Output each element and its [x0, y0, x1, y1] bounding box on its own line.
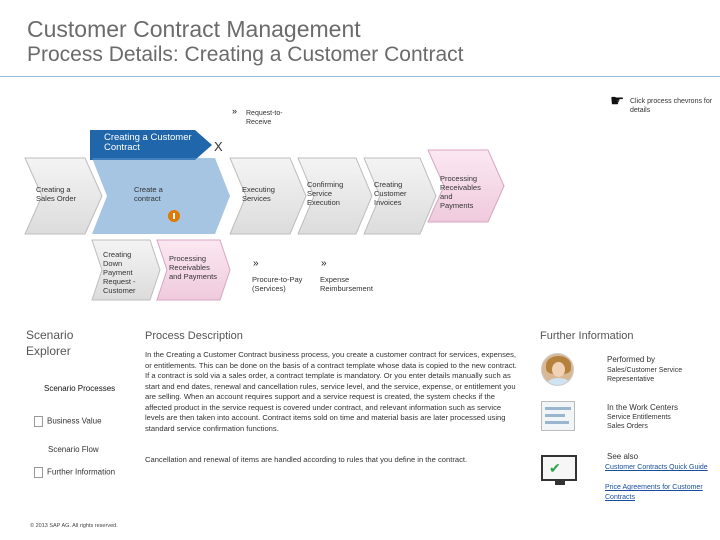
step-down-payment-request[interactable]: Creating Down Payment Request - Customer [103, 250, 136, 295]
nav-label: Scenario Processes [44, 384, 116, 393]
related-procure-to-pay[interactable]: Procure-to-Pay (Services) [252, 275, 303, 293]
header-divider [0, 76, 720, 77]
page-title: Customer Contract Management [27, 16, 361, 42]
work-center-item: Service Entitlements [607, 414, 671, 421]
close-button[interactable]: X [214, 139, 223, 154]
user-avatar-icon [541, 353, 574, 386]
step-processing-receivables[interactable]: Processing Receivables and Payments [440, 174, 481, 210]
process-description-title: Process Description [145, 330, 243, 342]
nav-further-information[interactable]: Further Information [34, 467, 115, 478]
chevron-executing-services[interactable] [229, 157, 307, 235]
double-chevron-icon[interactable]: » [253, 258, 259, 269]
work-center-icon [541, 401, 575, 431]
link-price-agreements[interactable]: Price Agreements for Customer Contracts [605, 484, 703, 501]
pointer-hand-icon: ☛ [610, 93, 625, 110]
chevron-creating-sales-order[interactable] [24, 157, 103, 235]
step-sub-processing-receivables[interactable]: Processing Receivables and Payments [169, 254, 217, 281]
document-icon [34, 467, 43, 478]
step-create-contract[interactable]: Create a contract [134, 185, 163, 203]
link-customer-contracts-quick-guide[interactable]: Customer Contracts Quick Guide [605, 464, 708, 471]
scenario-explorer-title: Scenario Explorer [26, 328, 74, 358]
nav-label: Business Value [47, 416, 102, 426]
nav-scenario-processes[interactable]: Scenario Processes [44, 384, 115, 393]
see-also-label: See also [607, 452, 639, 461]
active-process-title[interactable]: Creating a Customer Contract [104, 132, 192, 153]
copyright: © 2013 SAP AG. All rights reserved. [30, 523, 118, 529]
active-process-chevron[interactable] [90, 130, 212, 160]
parent-process-link[interactable]: Request-to-Receive [246, 110, 283, 126]
double-chevron-icon[interactable]: » [232, 106, 238, 116]
nav-scenario-flow[interactable]: Scenario Flow [48, 445, 99, 454]
document-icon [34, 416, 43, 427]
process-flow-diagram [24, 130, 505, 301]
performed-by-label: Performed by [607, 355, 656, 364]
chevron-processing-receivables[interactable] [427, 149, 505, 223]
further-information-title: Further Information [540, 330, 634, 342]
work-centers-label: In the Work Centers [607, 403, 678, 412]
chevron-confirming-service-execution[interactable] [297, 157, 373, 235]
nav-label: Scenario Flow [48, 445, 99, 454]
chevron-down-payment-request[interactable] [91, 239, 161, 301]
performed-by-value: Sales/Customer Service Representative [607, 367, 683, 383]
chevron-create-contract[interactable] [92, 158, 230, 234]
step-confirming-service[interactable]: Confirming Service Execution [307, 180, 344, 207]
page-subtitle: Process Details: Creating a Customer Con… [27, 43, 464, 66]
step-creating-invoices[interactable]: Creating Customer Invoices [374, 180, 407, 207]
work-center-item: Sales Orders [607, 423, 648, 430]
nav-label: Further Information [47, 467, 116, 477]
info-icon[interactable] [168, 210, 180, 222]
related-expense-reimbursement[interactable]: Expense Reimbursement [320, 275, 373, 293]
step-executing-services[interactable]: Executing Services [242, 185, 275, 203]
chevron-creating-customer-invoices[interactable] [363, 157, 437, 235]
step-creating-sales-order[interactable]: Creating a Sales Order [36, 185, 77, 203]
click-hint-text: Click process chevrons for details [630, 98, 713, 114]
checkmark-monitor-icon: ✔ [541, 455, 577, 485]
chevron-sub-processing-receivables[interactable] [156, 239, 231, 301]
process-description-paragraph: In the Creating a Customer Contract busi… [145, 350, 517, 433]
double-chevron-icon[interactable]: » [321, 258, 327, 269]
process-description-paragraph: Cancellation and renewal of items are ha… [145, 455, 468, 464]
nav-business-value[interactable]: Business Value [34, 416, 102, 427]
